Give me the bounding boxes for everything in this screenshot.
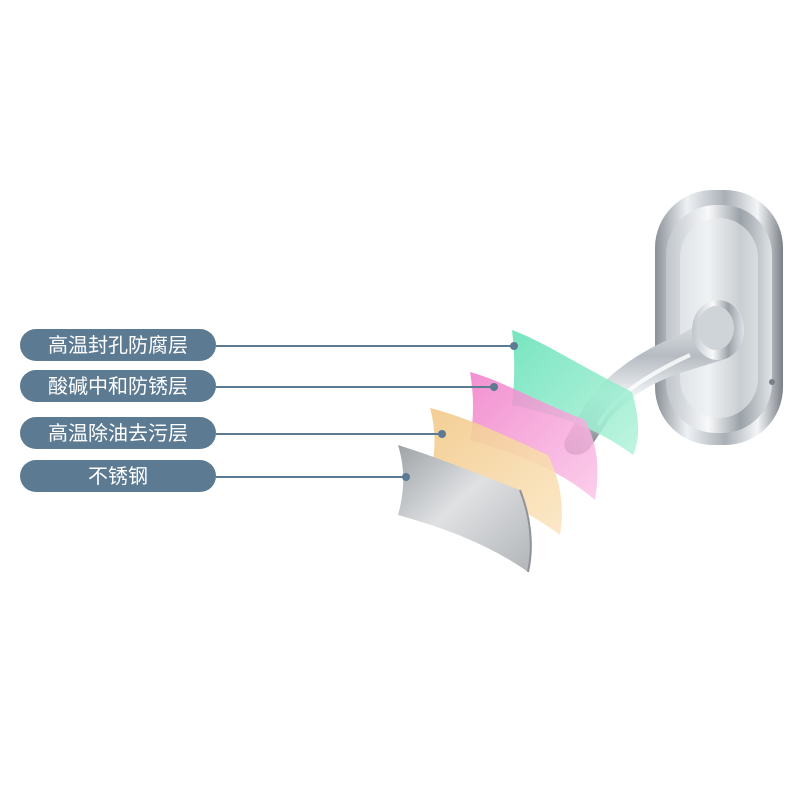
leader-line-2 [216,386,492,388]
leader-dot-3 [438,430,446,438]
layer-steel-sheet [398,445,532,573]
leader-line-3 [216,433,440,435]
label-degrease-layer: 高温除油去污层 [20,417,216,449]
layer-gold-sheet [430,408,562,535]
label-stainless-steel: 不锈钢 [20,460,216,492]
layer-green-sheet [512,330,639,455]
leader-dot-4 [402,473,410,481]
leader-line-1 [216,345,512,347]
label-sealing-layer: 高温封孔防腐层 [20,329,216,361]
label-antirust-layer: 酸碱中和防锈层 [20,370,216,402]
leader-dot-1 [510,342,518,350]
leader-dot-2 [490,383,498,391]
leader-line-4 [216,476,404,478]
layer-pink-sheet [470,372,598,500]
